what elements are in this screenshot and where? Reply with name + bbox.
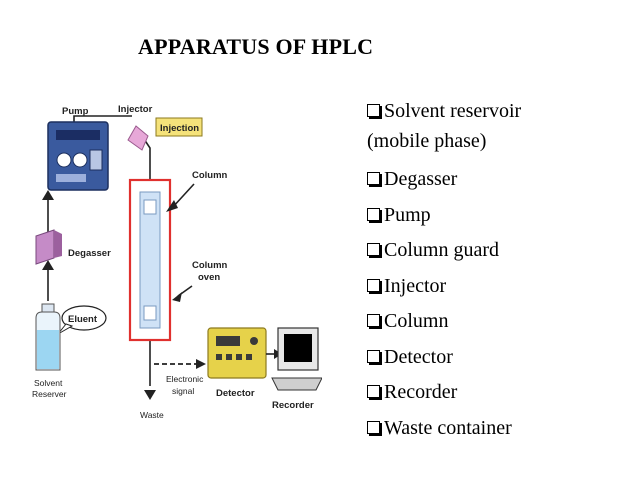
checkbox-bullet-icon [367, 349, 380, 363]
column-icon [139, 191, 161, 329]
detector-label: Detector [216, 388, 255, 399]
solvent-reserver-label-2: Reserver [32, 389, 67, 399]
electronic-signal-label-1: Electronic [166, 374, 204, 384]
recorder-label: Recorder [272, 400, 314, 411]
checkbox-bullet-icon [367, 207, 380, 221]
list-item: Degasser [367, 162, 632, 198]
recorder-icon [271, 327, 322, 391]
detector-icon [207, 327, 267, 379]
checkbox-bullet-icon [367, 243, 380, 256]
column-pointer-arrow-icon [166, 200, 178, 212]
column-guard-bottom [143, 305, 157, 321]
hplc-diagram: Pump Injector Injection Column Column ov… [32, 96, 322, 436]
page-title: APPARATUS OF HPLC [138, 34, 374, 59]
checkbox-bullet-icon [367, 104, 380, 117]
signal-arrow-icon [196, 359, 206, 369]
column-oven-label-2: oven [198, 272, 220, 283]
list-item-continuation: (mobile phase) [367, 130, 487, 152]
injection-box [155, 117, 203, 137]
list-item: Column [367, 304, 632, 340]
up-arrow-icon [42, 260, 54, 270]
components-list: Solvent reservoir (mobile phase) Degasse… [367, 96, 632, 446]
eluent-label: Eluent [68, 314, 98, 325]
injection-label: Injection [160, 123, 199, 134]
column-guard-top [143, 199, 157, 215]
list-item: Solvent reservoir [367, 96, 632, 126]
list-item: Waste container [367, 411, 632, 447]
column-label: Column [192, 170, 228, 181]
checkbox-bullet-icon [367, 278, 380, 292]
waste-arrow-icon [144, 390, 156, 400]
list-item: Detector [367, 340, 632, 376]
injector-icon [127, 125, 149, 151]
solvent-reserver-label-1: Solvent [34, 378, 63, 388]
checkbox-bullet-icon [367, 314, 380, 327]
electronic-signal-label-2: signal [172, 386, 194, 396]
checkbox-bullet-icon [367, 385, 380, 398]
pump-icon [47, 121, 109, 191]
column-oven-label-1: Column [192, 260, 228, 271]
up-arrow-icon [42, 190, 54, 200]
injector-label: Injector [118, 104, 153, 115]
oven-pointer-arrow-icon [172, 292, 182, 302]
checkbox-bullet-icon [367, 420, 380, 434]
checkbox-bullet-icon [367, 172, 380, 185]
degasser-icon [35, 229, 62, 265]
waste-label: Waste [140, 410, 164, 420]
solvent-reservoir-icon [35, 303, 61, 371]
degasser-label: Degasser [68, 248, 111, 259]
list-item: Injector [367, 269, 632, 305]
list-item: Pump [367, 198, 632, 234]
eluent-bubble [61, 305, 107, 331]
hplc-diagram-svg: Pump Injector Injection Column Column ov… [32, 104, 322, 420]
list-item: Column guard [367, 233, 632, 269]
list-item: Recorder [367, 375, 632, 411]
pump-label: Pump [62, 106, 89, 117]
eluent-bubble-tail [57, 323, 74, 335]
